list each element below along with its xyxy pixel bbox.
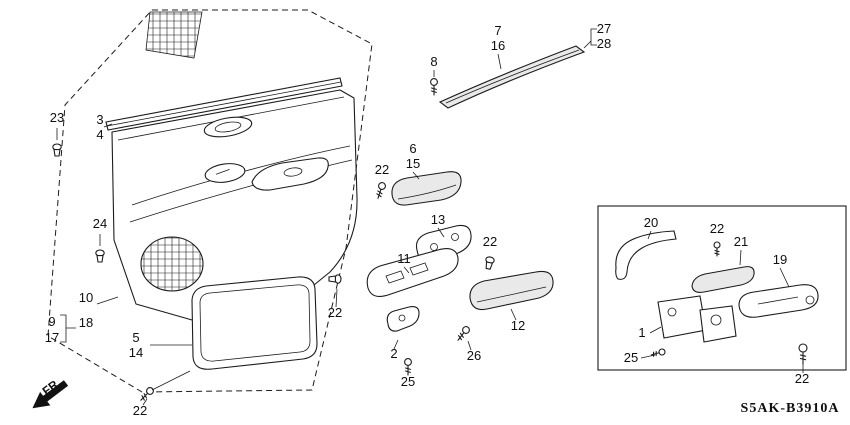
inner-door-handle — [738, 284, 819, 318]
leader-lines — [56, 53, 804, 406]
screw-22-box-icon — [713, 241, 721, 257]
screw-25-icon — [404, 358, 412, 376]
door-panel — [105, 77, 358, 321]
bracket-27-28 — [583, 28, 597, 49]
callout-19: 19 — [773, 252, 787, 267]
callout-3: 3 — [96, 112, 103, 127]
callout-21: 21 — [734, 234, 748, 249]
callout-7: 7 — [494, 23, 501, 38]
callout-22-d: 22 — [133, 403, 147, 418]
callout-27: 27 — [597, 21, 611, 36]
armrest-pad — [391, 171, 462, 206]
clip-22-mid-icon — [485, 256, 495, 270]
callout-17: 17 — [45, 330, 59, 345]
molded-armrest — [251, 157, 329, 191]
callout-1: 1 — [638, 325, 645, 340]
callout-22-a: 22 — [375, 162, 389, 177]
bolt-22-icon — [798, 343, 808, 365]
callout-8: 8 — [430, 54, 437, 69]
callout-2: 2 — [390, 346, 397, 361]
callout-4: 4 — [96, 127, 103, 142]
hatched-corner-patch — [145, 11, 203, 59]
screw-26-icon — [457, 326, 470, 341]
switch-panel — [366, 248, 459, 297]
callout-28: 28 — [597, 36, 611, 51]
callout-22-f: 22 — [795, 371, 809, 386]
map-pocket — [191, 276, 318, 370]
callout-22-c: 22 — [328, 305, 342, 320]
callout-10: 10 — [79, 290, 93, 305]
callout-5: 5 — [132, 330, 139, 345]
latch-assembly — [657, 295, 737, 343]
door-molding-strip — [438, 45, 586, 109]
screw-8-icon — [430, 78, 438, 96]
callout-15: 15 — [406, 156, 420, 171]
callout-6: 6 — [409, 141, 416, 156]
pull-pocket-trim — [469, 270, 554, 311]
sail-garnish — [615, 230, 677, 280]
weatherstrip — [105, 77, 343, 131]
callout-18: 18 — [79, 315, 93, 330]
callout-11: 11 — [397, 251, 411, 266]
callout-26: 26 — [467, 348, 481, 363]
callout-25-b: 25 — [624, 350, 638, 365]
fr-direction-arrow — [32, 380, 69, 409]
screw-25-box-icon — [650, 348, 666, 357]
callout-13: 13 — [431, 212, 445, 227]
callout-12: 12 — [511, 318, 525, 333]
callout-22-b: 22 — [483, 234, 497, 249]
small-bracket — [386, 306, 420, 332]
fr-label: FR. — [40, 375, 64, 398]
callout-22-e: 22 — [710, 221, 724, 236]
door-switch-oval — [204, 163, 246, 183]
screw-22-bottom-icon — [140, 387, 154, 401]
callout-16: 16 — [491, 38, 505, 53]
clip-23-icon — [52, 143, 62, 157]
speaker-grille — [140, 236, 204, 292]
callout-25-a: 25 — [401, 374, 415, 389]
screw-22-icon — [376, 182, 386, 199]
detail-box — [597, 205, 847, 371]
callout-9: 9 — [48, 314, 55, 329]
inner-handle-bezel — [203, 116, 253, 138]
callout-24: 24 — [93, 216, 107, 231]
clip-22-left-icon — [328, 274, 342, 284]
callout-23: 23 — [50, 110, 64, 125]
handle-trim — [691, 266, 755, 293]
bracket-9-17 — [60, 314, 76, 343]
callout-14: 14 — [129, 345, 143, 360]
callout-20: 20 — [644, 215, 658, 230]
door-boundary-dashed — [47, 9, 373, 393]
diagram-code: S5AK-B3910A — [741, 401, 840, 416]
clip-24-icon — [95, 249, 105, 263]
